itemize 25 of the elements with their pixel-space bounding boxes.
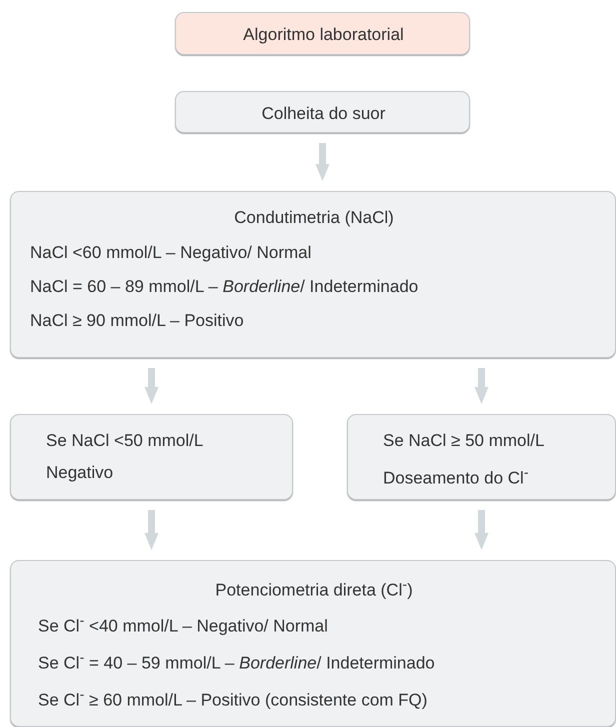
arrow: [474, 368, 488, 404]
box-text: Doseamento do Cl$^{-}$: [383, 464, 529, 489]
box-text: Colheita do suor: [260, 104, 386, 124]
box-heading: Condutimetria (NaCl): [233, 208, 395, 228]
arrow: [144, 510, 158, 550]
title-box: [175, 12, 470, 55]
box-text: Se NaCl <50 mmol/L: [46, 431, 204, 451]
process-box: [347, 414, 616, 500]
box-text: Negativo: [46, 463, 114, 483]
process-box: [10, 414, 293, 500]
process-box: [10, 560, 616, 727]
arrow: [474, 510, 488, 550]
box-heading: Potenciometria direta (Cl$^{-}$): [214, 576, 414, 601]
box-text: Se Cl$^{-}$ ≥ 60 mmol/L – Positivo (consistente com FQ): [38, 686, 428, 711]
box-text: NaCl <60 mmol/L – Negativo/ Normal: [30, 243, 312, 263]
box-text: NaCl = 60 – 89 mmol/L – Borderline/ Indeterminado: [30, 277, 418, 297]
arrow: [316, 143, 330, 181]
box-text: Se Cl$^{-}$ = 40 – 59 mmol/L – Borderline/ Indeterminado: [38, 649, 435, 674]
box-text: Se Cl$^{-}$ <40 mmol/L – Negativo/ Normal: [38, 612, 328, 637]
arrow: [144, 368, 158, 404]
box-text: Se NaCl ≥ 50 mmol/L: [383, 431, 544, 451]
process-box: [10, 191, 616, 358]
box-text: Algoritmo laboratorial: [242, 25, 405, 45]
box-text: NaCl ≥ 90 mmol/L – Positivo: [30, 311, 244, 331]
process-box: [175, 91, 470, 133]
